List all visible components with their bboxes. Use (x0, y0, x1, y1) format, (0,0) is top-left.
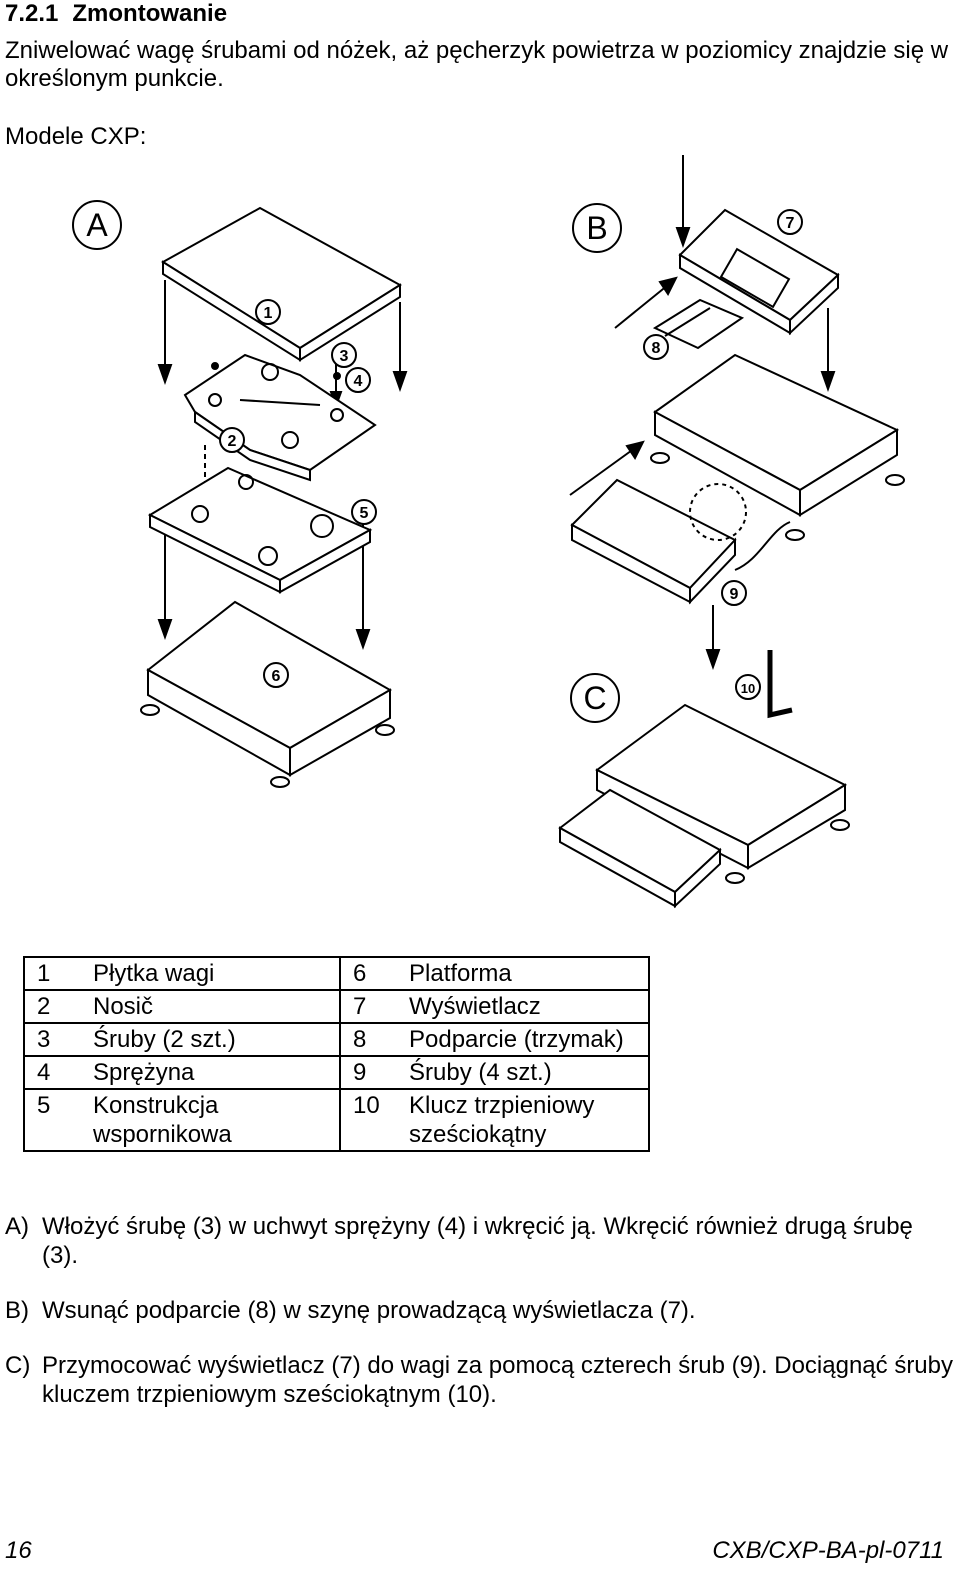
legend-label: Śruby (4 szt.) (409, 1055, 650, 1090)
step-label: A) (5, 1213, 29, 1240)
callout-text: 2 (228, 433, 237, 450)
callout-group: 1 2 34 5 6 7 8 9 10 (219, 209, 803, 700)
legend-number: 4 (23, 1055, 93, 1090)
legend-number: 3 (23, 1022, 93, 1057)
callout-text: 8 (652, 340, 661, 357)
legend-label: Wyświetlacz (409, 989, 650, 1024)
callout-text: 9 (730, 586, 739, 603)
panel-label-b: B (572, 203, 622, 253)
step-label: C) (5, 1352, 31, 1379)
section-title: Zmontowanie (72, 0, 228, 27)
legend-number: 10 (339, 1088, 409, 1152)
assembly-diagram: A B C (72, 155, 905, 909)
assembly-arrows-a (157, 280, 408, 651)
callout-text: 6 (272, 668, 281, 685)
callout-10: 10 (735, 674, 761, 700)
callout-3: 3 (331, 342, 357, 368)
display-unit-b-lower (570, 478, 791, 605)
callout-9: 9 (721, 580, 747, 606)
callout-2: 2 (219, 427, 245, 453)
callout-text: 7 (786, 215, 795, 232)
legend-label: Śruby (2 szt.) (93, 1022, 340, 1057)
intro-paragraph: Zniwelować wagę śrubami od nóżek, aż pęc… (5, 37, 949, 92)
callout-7: 7 (777, 209, 803, 235)
legend-label: Klucz trzpieniowy sześciokątny (409, 1088, 650, 1152)
step-text: Przymocować wyświetlacz (7) do wagi za p… (42, 1352, 954, 1408)
assembly-arrows-b (569, 155, 836, 671)
legend-number: 6 (339, 956, 409, 991)
step-a: A) Włożyć śrubę (3) w uchwyt sprężyny (4… (5, 1212, 955, 1270)
panel-label-c-text: C (583, 680, 606, 716)
document-id: CXB/CXP-BA-pl-0711 (712, 1537, 944, 1564)
legend-number: 8 (339, 1022, 409, 1057)
hex-key (767, 650, 793, 719)
platform-c (595, 703, 850, 884)
legend-label: Płytka wagi (93, 956, 340, 991)
legend-number: 1 (23, 956, 93, 991)
models-label: Modele CXP: (5, 123, 147, 150)
step-label: B) (5, 1297, 29, 1324)
platform-b (650, 353, 905, 541)
callout-text: 1 (264, 305, 273, 322)
legend-label: Platforma (409, 956, 650, 991)
step-text: Wsunąć podparcie (8) w szynę prowadzącą … (42, 1297, 696, 1324)
step-c: C) Przymocować wyświetlacz (7) do wagi z… (5, 1351, 955, 1409)
instruction-steps: A) Włożyć śrubę (3) w uchwyt sprężyny (4… (5, 1212, 955, 1435)
callout-text: 10 (741, 681, 755, 696)
page-number: 16 (5, 1537, 32, 1564)
legend-label: Nosič (93, 989, 340, 1024)
section-heading: 7.2.1 Zmontowanie (5, 0, 227, 28)
panel-label-a: A (72, 200, 122, 250)
callout-6: 6 (263, 662, 289, 688)
legend-label: Sprężyna (93, 1055, 340, 1090)
step-b: B) Wsunąć podparcie (8) w szynę prowadzą… (5, 1296, 955, 1325)
panel-label-c: C (570, 673, 620, 723)
legend-number: 9 (339, 1055, 409, 1090)
display-unit-b (678, 208, 840, 336)
callout-5: 5 (351, 499, 377, 525)
callout-text: 5 (360, 505, 369, 522)
legend-number: 5 (23, 1088, 93, 1152)
display-unit-c (558, 788, 722, 909)
callout-1: 1 (255, 299, 281, 325)
legend-label: Konstrukcja wspornikowa (93, 1088, 340, 1152)
section-number: 7.2.1 (5, 0, 59, 27)
support-structure (147, 466, 373, 594)
legend-label: Podparcie (trzymak) (409, 1022, 650, 1057)
callout-text: 3 (340, 348, 349, 365)
carrier-frame (183, 353, 377, 482)
legend-number: 2 (23, 989, 93, 1024)
callout-text: 4 (354, 373, 363, 390)
panel-label-a-text: A (86, 207, 108, 243)
step-text: Włożyć śrubę (3) w uchwyt sprężyny (4) i… (42, 1213, 913, 1269)
support-bracket (652, 298, 745, 350)
legend-number: 7 (339, 989, 409, 1024)
callout-4: 4 (345, 367, 371, 393)
callout-8: 8 (643, 334, 669, 360)
weighing-plate (161, 206, 402, 362)
panel-label-b-text: B (586, 210, 607, 246)
